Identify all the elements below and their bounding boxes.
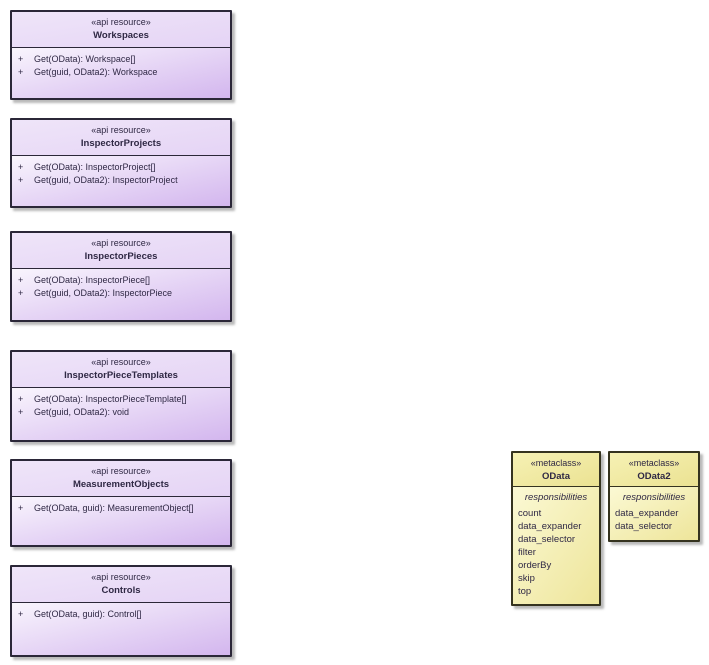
stereotype-label: «api resource» [91, 466, 151, 476]
class-header: «metaclass» OData [513, 453, 599, 487]
class-header: «api resource» InspectorProjects [12, 120, 230, 156]
class-header: «api resource» MeasurementObjects [12, 461, 230, 497]
stereotype-label: «api resource» [91, 357, 151, 367]
responsibilities-label: responsibilities [622, 492, 686, 503]
responsibility-item: data_expander [615, 508, 679, 519]
responsibility-item: top [518, 586, 532, 597]
class-header: «api resource» Workspaces [12, 12, 230, 48]
responsibility-item: data_selector [518, 534, 576, 545]
class-header: «api resource» InspectorPieceTemplates [12, 352, 230, 388]
operations-compartment: + Get(OData, guid): Control[] [12, 603, 230, 655]
visibility-marker: + [18, 275, 24, 285]
visibility-marker: + [18, 54, 24, 64]
visibility-marker: + [18, 503, 24, 513]
class-box-inspectorprojects[interactable]: «api resource» InspectorProjects + Get(O… [10, 118, 232, 208]
class-header: «metaclass» OData2 [610, 453, 698, 487]
method-row: + Get(OData): Workspace[] [12, 53, 230, 66]
stereotype-label: «metaclass» [530, 458, 582, 468]
method-signature: Get(OData): InspectorProject[] [34, 162, 156, 172]
responsibility-item: skip [518, 573, 535, 584]
class-box-inspectorpiecetemplates[interactable]: «api resource» InspectorPieceTemplates +… [10, 350, 232, 442]
stereotype-label: «metaclass» [628, 458, 680, 468]
stereotype-label: «api resource» [91, 17, 151, 27]
method-signature: Get(OData): Workspace[] [34, 54, 136, 64]
class-box-odata2[interactable]: «metaclass» OData2 responsibilities data… [608, 451, 700, 542]
method-row: + Get(guid, OData2): InspectorPiece [12, 287, 230, 300]
visibility-marker: + [18, 609, 24, 619]
operations-compartment: + Get(OData): Workspace[] + Get(guid, OD… [12, 48, 230, 98]
class-box-inspectorpieces[interactable]: «api resource» InspectorPieces + Get(ODa… [10, 231, 232, 322]
class-header: «api resource» Controls [12, 567, 230, 603]
operations-compartment: + Get(OData): InspectorPieceTemplate[] +… [12, 388, 230, 440]
operations-compartment: + Get(OData, guid): MeasurementObject[] [12, 497, 230, 545]
class-box-odata[interactable]: «metaclass» OData responsibilities count… [511, 451, 601, 606]
method-signature: Get(guid, OData2): Workspace [34, 67, 158, 77]
visibility-marker: + [18, 394, 24, 404]
stereotype-label: «api resource» [91, 238, 151, 248]
stereotype-label: «api resource» [91, 572, 151, 582]
method-row: + Get(guid, OData2): Workspace [12, 66, 230, 79]
class-name: InspectorPieceTemplates [64, 370, 178, 381]
method-signature: Get(OData): InspectorPieceTemplate[] [34, 394, 187, 404]
method-signature: Get(OData, guid): MeasurementObject[] [34, 503, 194, 513]
method-row: + Get(OData): InspectorPiece[] [12, 274, 230, 287]
method-row: + Get(guid, OData2): InspectorProject [12, 174, 230, 187]
method-row: + Get(OData, guid): Control[] [12, 608, 230, 621]
responsibility-item: data_selector [615, 521, 673, 532]
visibility-marker: + [18, 407, 24, 417]
class-name: MeasurementObjects [72, 479, 170, 490]
class-name: OData [542, 471, 570, 482]
class-header: «api resource» InspectorPieces [12, 233, 230, 269]
responsibility-item: data_expander [518, 521, 582, 532]
operations-compartment: + Get(OData): InspectorProject[] + Get(g… [12, 156, 230, 206]
visibility-marker: + [18, 162, 24, 172]
responsibility-item: count [518, 508, 542, 519]
stereotype-label: «api resource» [91, 125, 151, 135]
method-signature: Get(OData, guid): Control[] [34, 609, 142, 619]
class-name: Controls [101, 585, 141, 596]
responsibility-item: filter [518, 547, 536, 558]
responsibilities-compartment: responsibilities count data_expander dat… [513, 487, 599, 604]
class-box-measurementobjects[interactable]: «api resource» MeasurementObjects + Get(… [10, 459, 232, 547]
method-signature: Get(OData): InspectorPiece[] [34, 275, 151, 285]
method-row: + Get(OData): InspectorPieceTemplate[] [12, 393, 230, 406]
responsibilities-label: responsibilities [524, 492, 588, 503]
class-name: Workspaces [93, 30, 149, 41]
class-name: InspectorPieces [84, 251, 158, 262]
method-row: + Get(guid, OData2): void [12, 406, 230, 419]
class-name: OData2 [637, 471, 671, 482]
method-signature: Get(guid, OData2): InspectorPiece [34, 288, 173, 298]
method-signature: Get(guid, OData2): void [34, 407, 130, 417]
operations-compartment: + Get(OData): InspectorPiece[] + Get(gui… [12, 269, 230, 320]
method-signature: Get(guid, OData2): InspectorProject [34, 175, 178, 185]
method-row: + Get(OData, guid): MeasurementObject[] [12, 502, 230, 515]
method-row: + Get(OData): InspectorProject[] [12, 161, 230, 174]
class-box-controls[interactable]: «api resource» Controls + Get(OData, gui… [10, 565, 232, 657]
visibility-marker: + [18, 288, 24, 298]
responsibility-item: orderBy [518, 560, 552, 571]
visibility-marker: + [18, 67, 24, 77]
visibility-marker: + [18, 175, 24, 185]
class-name: InspectorProjects [80, 138, 162, 149]
responsibilities-compartment: responsibilities data_expander data_sele… [610, 487, 698, 540]
class-box-workspaces[interactable]: «api resource» Workspaces + Get(OData): … [10, 10, 232, 100]
